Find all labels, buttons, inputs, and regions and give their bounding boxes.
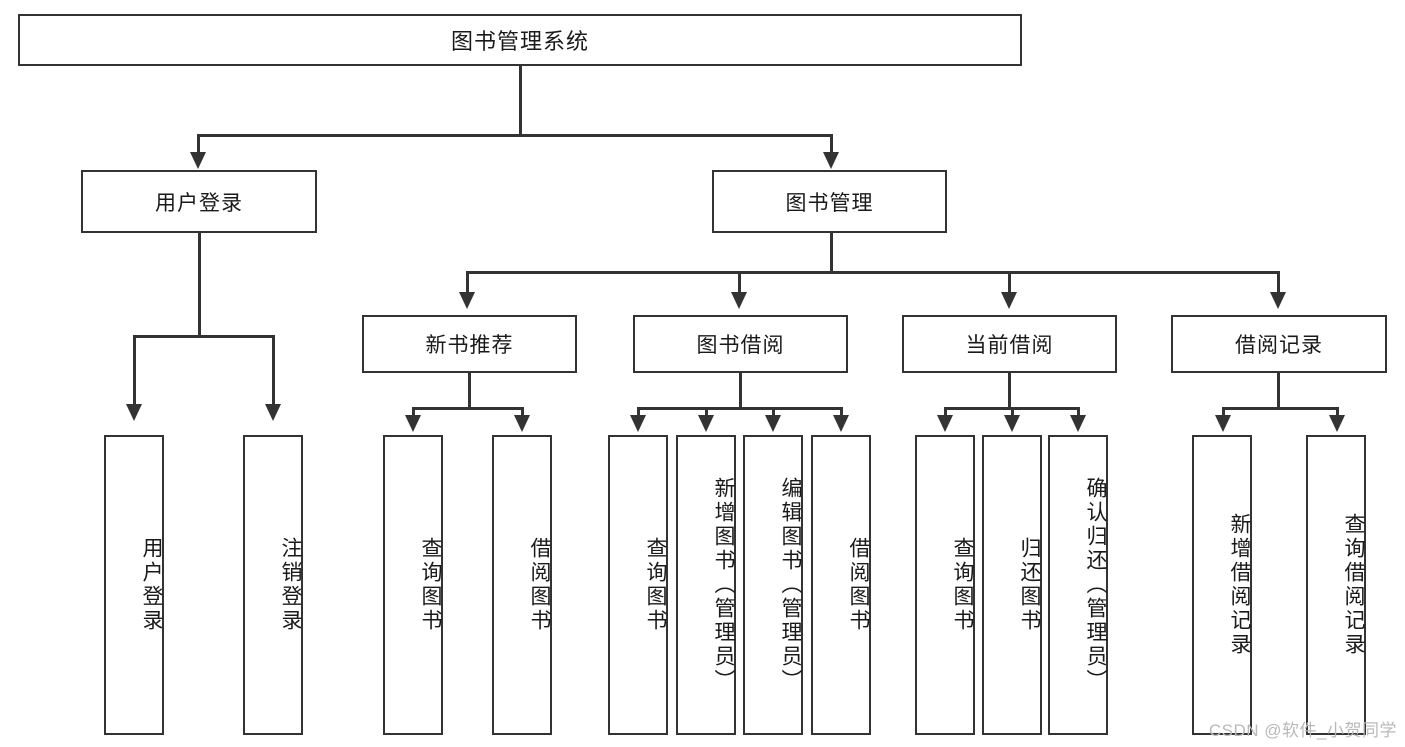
leaf-record-search-record[interactable]: 查询借阅记录 — [1306, 435, 1366, 735]
edge-userlogin-to-leaf2 — [272, 335, 275, 407]
edge-bookborrow-to-leaf2 — [705, 407, 708, 419]
arrow-root-to-userlogin-icon — [190, 152, 206, 169]
arrow-currentborrow-to-leaf3-icon — [1070, 415, 1086, 432]
edge-root-to-userlogin — [197, 134, 200, 156]
node-current-borrow[interactable]: 当前借阅 — [902, 315, 1117, 373]
node-new-book-recommend[interactable]: 新书推荐 — [362, 315, 577, 373]
edge-currentborrow-to-leaf3 — [1077, 407, 1080, 419]
node-book-borrow[interactable]: 图书借阅 — [633, 315, 848, 373]
leaf-newbook-search-book[interactable]: 查询图书 — [383, 435, 443, 735]
edge-bookmgmt-to-current — [1008, 271, 1011, 295]
edge-userlogin-stem — [198, 233, 201, 337]
node-root-system[interactable]: 图书管理系统 — [18, 14, 1022, 66]
arrow-bookborrow-to-leaf1-icon — [630, 415, 646, 432]
arrow-borrowrecord-to-leaf1-icon — [1215, 415, 1231, 432]
arrow-bookborrow-to-leaf4-icon — [833, 415, 849, 432]
arrow-userlogin-to-leaf1-icon — [126, 404, 142, 421]
edge-bookborrow-to-leaf4 — [840, 407, 843, 419]
edge-borrowrecord-stem — [1277, 373, 1280, 409]
edge-newbook-to-leaf1 — [412, 407, 415, 419]
edge-newbook-bus — [412, 407, 524, 410]
arrow-bookmgmt-to-borrow-icon — [731, 292, 747, 309]
edge-currentborrow-stem — [1008, 373, 1011, 409]
edge-bookmgmt-bus — [466, 271, 1280, 274]
leaf-current-return-book[interactable]: 归还图书 — [982, 435, 1042, 735]
edge-currentborrow-to-leaf1 — [944, 407, 947, 419]
arrow-bookborrow-to-leaf2-icon — [698, 415, 714, 432]
edge-currentborrow-to-leaf2 — [1011, 407, 1014, 419]
edge-root-bus — [197, 134, 833, 137]
edge-root-stem — [519, 66, 522, 136]
leaf-user-login[interactable]: 用户登录 — [104, 435, 164, 735]
edge-newbook-to-leaf2 — [521, 407, 524, 419]
edge-bookborrow-bus — [637, 407, 843, 410]
leaf-current-confirm-return[interactable]: 确认归还（管理员） — [1048, 435, 1108, 735]
leaf-borrow-borrow-book[interactable]: 借阅图书 — [811, 435, 871, 735]
leaf-current-search-book[interactable]: 查询图书 — [915, 435, 975, 735]
edge-newbook-stem — [468, 373, 471, 409]
edge-userlogin-bus — [133, 335, 275, 338]
edge-bookmgmt-to-borrow — [738, 271, 741, 295]
edge-bookmgmt-to-record — [1277, 271, 1280, 295]
arrow-root-to-bookmgmt-icon — [823, 152, 839, 169]
arrow-currentborrow-to-leaf1-icon — [937, 415, 953, 432]
arrow-newbook-to-leaf2-icon — [514, 415, 530, 432]
edge-bookmgmt-to-new — [466, 271, 469, 295]
leaf-borrow-edit-book[interactable]: 编辑图书（管理员） — [743, 435, 803, 735]
leaf-newbook-borrow-book[interactable]: 借阅图书 — [492, 435, 552, 735]
edge-bookmgmt-stem — [830, 233, 833, 273]
edge-root-to-bookmgmt — [830, 134, 833, 156]
edge-borrowrecord-to-leaf2 — [1336, 407, 1339, 419]
edge-bookborrow-to-leaf1 — [637, 407, 640, 419]
arrow-bookmgmt-to-new-icon — [459, 292, 475, 309]
edge-borrowrecord-bus — [1222, 407, 1339, 410]
arrow-bookmgmt-to-current-icon — [1001, 292, 1017, 309]
arrow-currentborrow-to-leaf2-icon — [1004, 415, 1020, 432]
leaf-logout[interactable]: 注销登录 — [243, 435, 303, 735]
node-borrow-record[interactable]: 借阅记录 — [1171, 315, 1387, 373]
edge-borrowrecord-to-leaf1 — [1222, 407, 1225, 419]
leaf-borrow-search-book[interactable]: 查询图书 — [608, 435, 668, 735]
arrow-borrowrecord-to-leaf2-icon — [1329, 415, 1345, 432]
edge-bookborrow-stem — [739, 373, 742, 409]
arrow-bookborrow-to-leaf3-icon — [765, 415, 781, 432]
edge-bookborrow-to-leaf3 — [772, 407, 775, 419]
node-user-login[interactable]: 用户登录 — [81, 170, 317, 233]
leaf-borrow-add-book[interactable]: 新增图书（管理员） — [676, 435, 736, 735]
arrow-bookmgmt-to-record-icon — [1270, 292, 1286, 309]
node-book-management[interactable]: 图书管理 — [712, 170, 947, 233]
arrow-userlogin-to-leaf2-icon — [265, 404, 281, 421]
arrow-newbook-to-leaf1-icon — [405, 415, 421, 432]
edge-userlogin-to-leaf1 — [133, 335, 136, 407]
leaf-record-add-record[interactable]: 新增借阅记录 — [1192, 435, 1252, 735]
